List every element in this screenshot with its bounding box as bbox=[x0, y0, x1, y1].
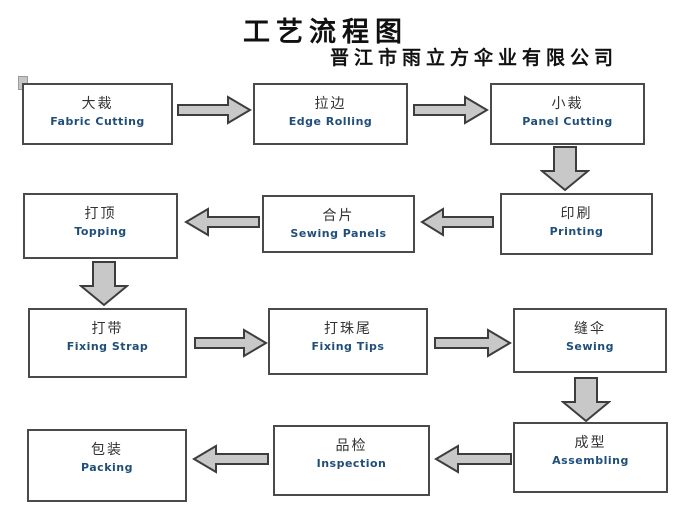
flow-node-sewing: 缝伞 Sewing bbox=[513, 308, 667, 373]
node-label-zh: 缝伞 bbox=[574, 321, 606, 337]
arrow-down-icon bbox=[79, 261, 129, 307]
page-title: 工艺流程图 bbox=[243, 17, 408, 48]
arrow-right-icon bbox=[194, 328, 268, 358]
arrow-left-icon bbox=[420, 207, 494, 237]
node-label-zh: 拉边 bbox=[314, 96, 347, 112]
flow-node-fixing-strap: 打带 Fixing Strap bbox=[28, 308, 187, 378]
flow-node-assembling: 成型 Assembling bbox=[513, 422, 668, 493]
node-label-en: Fixing Tips bbox=[311, 340, 385, 353]
node-label-en: Assembling bbox=[552, 454, 629, 467]
node-label-en: Fixing Strap bbox=[66, 340, 149, 353]
flow-node-panel-cutting: 小裁 Panel Cutting bbox=[490, 83, 645, 145]
arrow-down-icon bbox=[540, 146, 590, 192]
flow-node-edge-rolling: 拉边 Edge Rolling bbox=[253, 83, 408, 145]
node-label-en: Sewing bbox=[565, 340, 615, 353]
node-label-zh: 小裁 bbox=[551, 96, 584, 112]
arrow-right-icon bbox=[177, 95, 252, 125]
node-label-en: Sewing Panels bbox=[290, 227, 387, 240]
node-label-zh: 打带 bbox=[91, 321, 124, 337]
arrow-right-icon bbox=[413, 95, 489, 125]
node-label-zh: 品检 bbox=[335, 438, 368, 454]
flow-node-packing: 包装 Packing bbox=[27, 429, 187, 502]
node-label-en: Inspection bbox=[316, 457, 387, 470]
arrow-left-icon bbox=[192, 444, 269, 474]
arrow-left-icon bbox=[184, 207, 260, 237]
company-name: 晋江市雨立方伞业有限公司 bbox=[330, 47, 619, 69]
node-label-en: Edge Rolling bbox=[288, 115, 373, 128]
flow-node-topping: 打顶 Topping bbox=[23, 193, 178, 259]
node-label-en: Topping bbox=[74, 225, 127, 238]
node-label-zh: 成型 bbox=[574, 435, 607, 451]
node-label-en: Printing bbox=[549, 225, 604, 238]
flow-node-fabric-cutting: 大裁 Fabric Cutting bbox=[22, 83, 173, 145]
flow-node-inspection: 品检 Inspection bbox=[273, 425, 430, 496]
node-label-en: Panel Cutting bbox=[522, 115, 613, 128]
node-label-zh: 合片 bbox=[322, 208, 355, 224]
node-label-zh: 打珠尾 bbox=[324, 321, 372, 337]
flow-node-fixing-tips: 打珠尾 Fixing Tips bbox=[268, 308, 428, 375]
arrow-down-icon bbox=[561, 377, 611, 423]
flow-node-printing: 印刷 Printing bbox=[500, 193, 653, 255]
arrow-left-icon bbox=[434, 444, 512, 474]
node-label-en: Fabric Cutting bbox=[50, 115, 145, 128]
node-label-zh: 打顶 bbox=[84, 206, 117, 222]
flow-node-sewing-panels: 合片 Sewing Panels bbox=[262, 195, 415, 253]
node-label-zh: 包装 bbox=[91, 442, 123, 458]
node-label-zh: 印刷 bbox=[560, 206, 593, 222]
arrow-right-icon bbox=[434, 328, 512, 358]
node-label-zh: 大裁 bbox=[81, 96, 114, 112]
node-label-en: Packing bbox=[80, 461, 133, 474]
